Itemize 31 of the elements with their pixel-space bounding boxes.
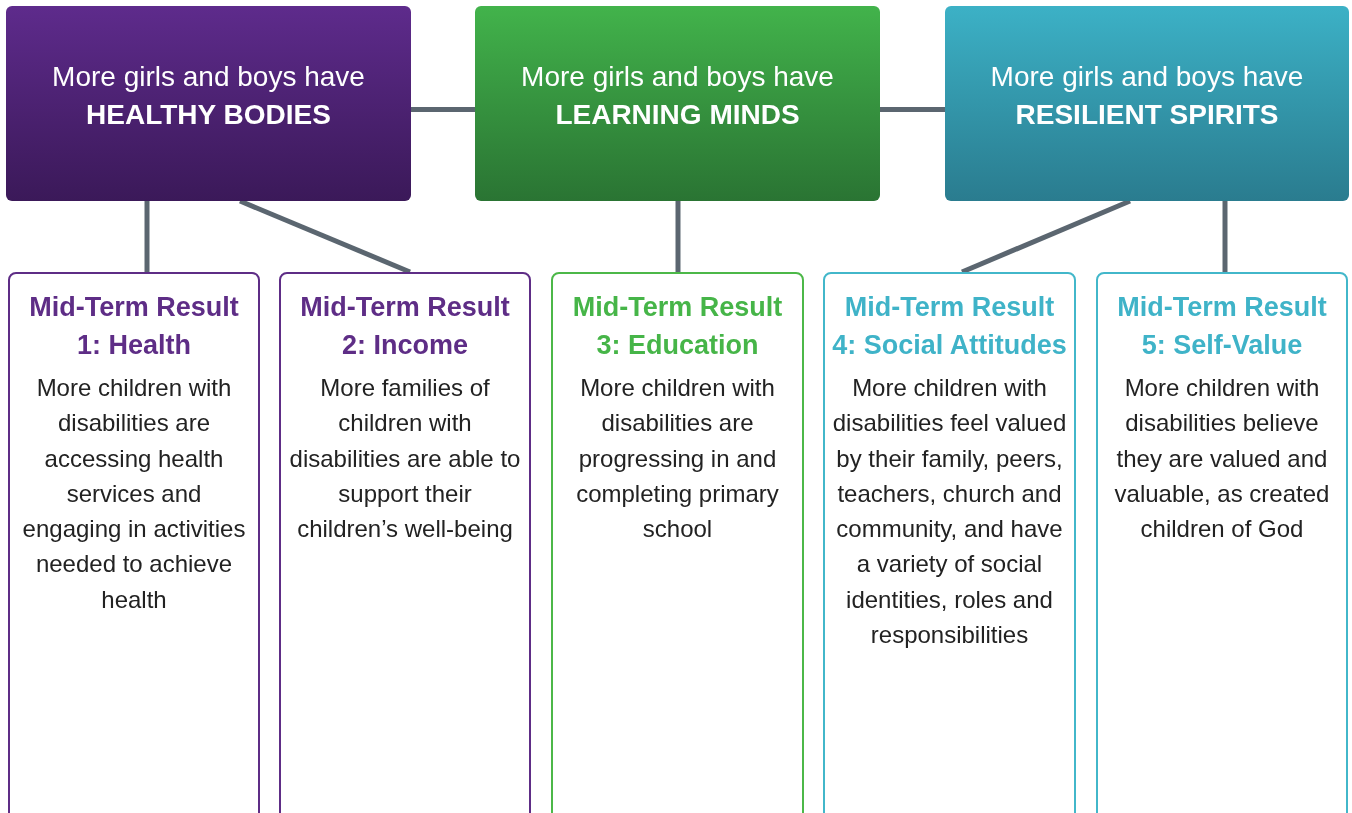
connector-line	[144, 201, 150, 272]
goal-heading: HEALTHY BODIES	[86, 97, 331, 132]
result-box	[279, 272, 531, 813]
result-title: Mid-Term Result 1: Health	[28, 291, 240, 362]
goal-box	[475, 6, 880, 201]
result-box	[1096, 272, 1348, 813]
connector-line	[961, 198, 1131, 275]
goal-intro: More girls and boys have	[52, 59, 365, 94]
connector-line	[1222, 201, 1228, 272]
result-box	[823, 272, 1076, 813]
result-title: Mid-Term Result 4: Social Attitudes	[831, 291, 1068, 362]
goal-heading: LEARNING MINDS	[555, 97, 800, 132]
connector-line	[675, 201, 681, 272]
result-description: More children with disabilities believe they are valued and valuable, as created children of God	[1113, 373, 1331, 545]
result-box	[8, 272, 260, 813]
goal-intro: More girls and boys have	[521, 59, 834, 94]
goal-intro: More girls and boys have	[990, 59, 1304, 94]
goal-heading: RESILIENT SPIRITS	[1015, 97, 1279, 132]
result-description: More children with disabilities are accessing health services and engaging in activities needed to achieve health	[21, 373, 247, 615]
result-title: Mid-Term Result 3: Education	[571, 291, 784, 362]
result-description: More families of children with disabilities are able to support their children’s well-being	[288, 373, 522, 545]
result-title: Mid-Term Result 5: Self-Value	[1116, 291, 1328, 362]
goal-box	[6, 6, 411, 201]
result-description: More children with disabilities are progressing in and completing primary school	[575, 373, 780, 545]
result-description: More children with disabilities feel valued by their family, peers, teachers, church and community, and have a variety of social identities, roles and responsibilities	[831, 373, 1068, 651]
connector-line	[239, 198, 411, 275]
connector-line	[880, 107, 945, 112]
result-box	[551, 272, 804, 813]
goal-box	[945, 6, 1349, 201]
result-title: Mid-Term Result 2: Income	[299, 291, 511, 362]
connector-line	[411, 107, 475, 112]
